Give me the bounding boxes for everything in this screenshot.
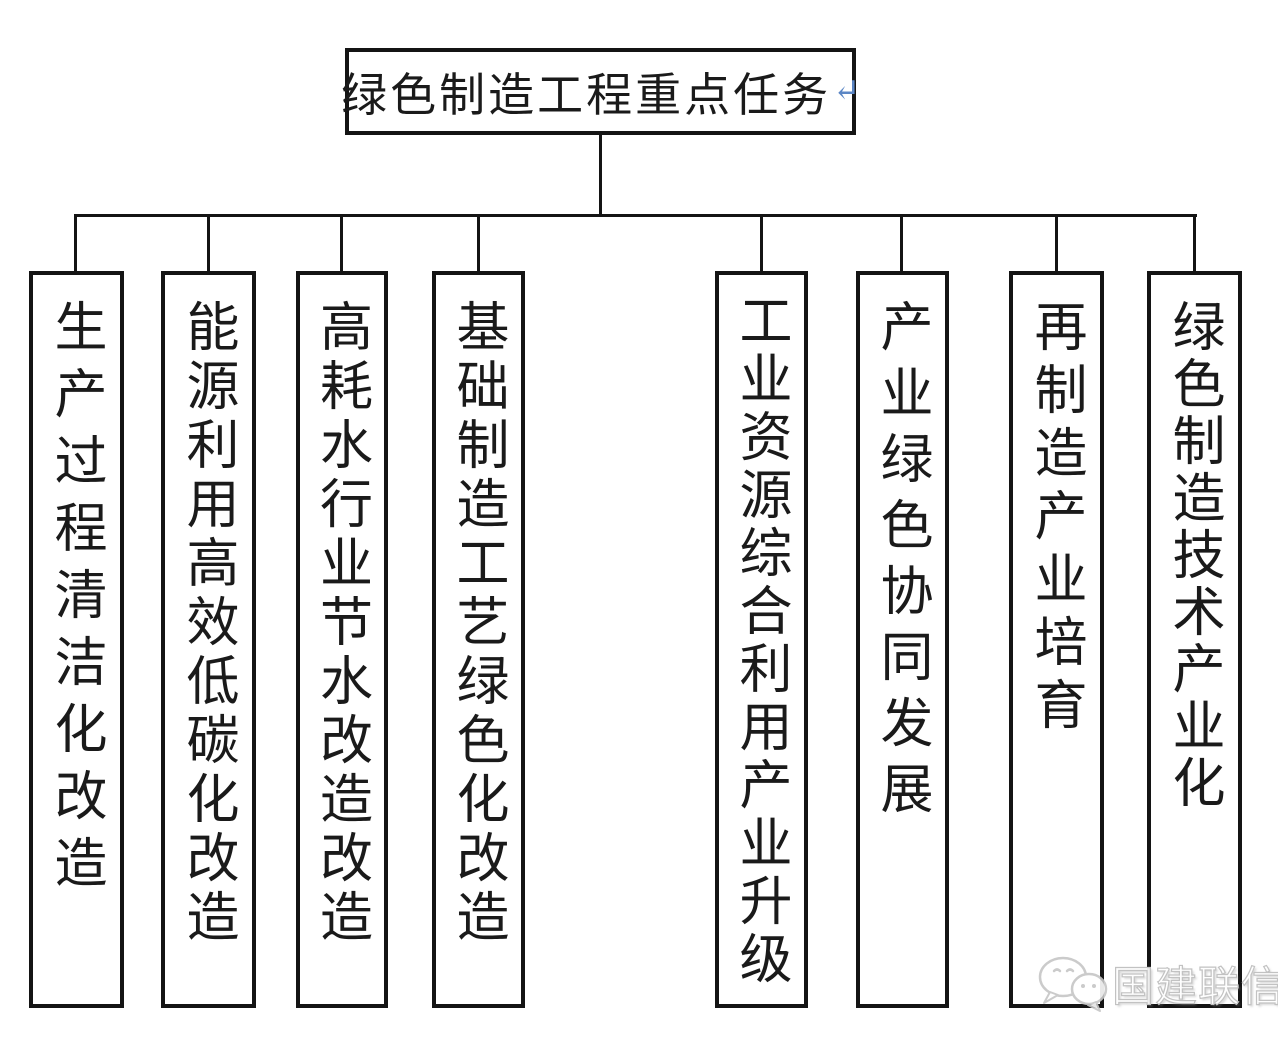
task-node-label: 再制造产业培育 — [1026, 299, 1087, 740]
task-node-label: 生产过程清洁化改造 — [46, 299, 107, 902]
task-node-water-saving-retrofit: 高耗水行业节水改造改造 — [296, 271, 388, 1008]
task-node-basic-manufacturing-green-retrofit: 基础制造工艺绿色化改造 — [432, 271, 525, 1008]
connector-drop-2 — [207, 215, 210, 272]
task-node-label: 工业资源综合利用产业升级 — [731, 293, 792, 989]
connector-drop-6 — [900, 215, 903, 272]
connector-drop-4 — [477, 215, 480, 272]
task-node-label: 能源利用高效低碳化改造 — [178, 299, 239, 948]
connector-drop-7 — [1055, 215, 1058, 272]
connector-drop-5 — [760, 215, 763, 272]
task-node-label: 产业绿色协同发展 — [872, 299, 933, 827]
task-node-remanufacturing-industry-cultivation: 再制造产业培育 — [1009, 271, 1104, 1008]
connector-stem — [599, 135, 602, 215]
root-node-label: 绿色制造工程重点任务 — [341, 67, 832, 122]
task-node-green-manufacturing-tech-industrialization: 绿色制造技术产业化 — [1147, 271, 1242, 1008]
task-node-energy-efficiency-low-carbon-retrofit: 能源利用高效低碳化改造 — [161, 271, 256, 1008]
connector-drop-3 — [340, 215, 343, 272]
task-node-label: 高耗水行业节水改造改造 — [311, 299, 373, 948]
connector-drop-1 — [74, 215, 77, 272]
connector-bus — [74, 214, 1197, 217]
paragraph-return-icon: ↵ — [833, 70, 860, 109]
task-node-industrial-resource-utilization-upgrade: 工业资源综合利用产业升级 — [715, 271, 808, 1008]
task-node-industry-green-coordinated-development: 产业绿色协同发展 — [856, 271, 949, 1008]
root-node: 绿色制造工程重点任务 ↵ — [341, 48, 860, 135]
task-node-production-process-clean-retrofit: 生产过程清洁化改造 — [29, 271, 124, 1008]
connector-drop-8 — [1193, 215, 1196, 272]
task-node-label: 绿色制造技术产业化 — [1164, 299, 1225, 812]
task-node-label: 基础制造工艺绿色化改造 — [448, 299, 509, 948]
